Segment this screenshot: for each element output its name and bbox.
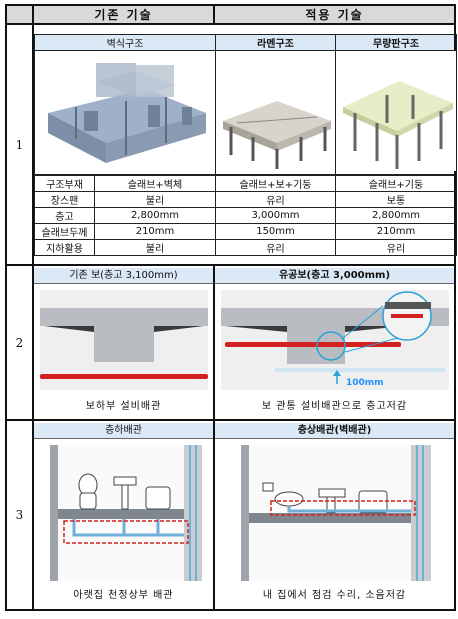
spec-value: 슬래브+보+기둥 (215, 174, 336, 192)
row2-right: 유공보(층고 3,000mm) (213, 264, 456, 421)
spec-label: 장스팬 (34, 190, 95, 208)
perforated-beam-figure: 100mm (215, 284, 454, 396)
spec-value: 2,800mm (335, 206, 457, 224)
header-existing: 기존 기술 (32, 4, 215, 25)
spec-value: 2,800mm (94, 206, 216, 224)
row2-right-title: 유공보(층고 3,000mm) (215, 267, 454, 284)
spec-row: 구조부재 슬래브+벽체 슬래브+보+기둥 슬래브+기둥 (34, 174, 457, 192)
perforated-beam-diagram (221, 289, 449, 390)
structure-rahmen: 라멘구조 (215, 33, 336, 51)
spec-value: 유리 (335, 238, 457, 256)
spec-value: 슬래브+기둥 (335, 174, 457, 192)
spec-value: 보통 (335, 190, 457, 208)
spec-label: 지하활용 (34, 238, 95, 256)
conventional-beam-figure (34, 284, 213, 396)
same-floor-piping-diagram (241, 445, 431, 581)
structure-wall: 벽식구조 (34, 33, 216, 51)
under-floor-piping-figure (34, 439, 213, 585)
flatplate-structure-image (335, 49, 457, 175)
spec-row: 지하활용 불리 유리 유리 (34, 238, 457, 256)
row1-content: 벽식구조 라멘구조 무량판구조 (32, 23, 457, 266)
spec-value: 유리 (215, 190, 336, 208)
under-floor-piping-diagram (50, 445, 202, 581)
wall-structure-render (35, 51, 215, 171)
same-floor-piping-figure (215, 439, 454, 585)
row-number-2: 2 (5, 264, 34, 421)
header-blank (5, 4, 34, 25)
flatplate-structure-render (336, 51, 456, 171)
spec-value: 불리 (94, 238, 216, 256)
spec-value: 150mm (215, 222, 336, 240)
structure-titles: 벽식구조 라멘구조 무량판구조 (34, 33, 457, 175)
spec-row: 장스팬 불리 유리 보통 (34, 190, 457, 208)
spec-value: 210mm (94, 222, 216, 240)
dimension-label: 100mm (346, 377, 384, 388)
spec-label: 슬래브두께 (34, 222, 95, 240)
spec-value: 3,000mm (215, 206, 336, 224)
spec-value: 210mm (335, 222, 457, 240)
row3-right-title: 층상배관(벽배관) (215, 423, 454, 439)
row3-right-caption: 내 집에서 점검 수리, 소음저감 (262, 590, 407, 601)
row3-left-title: 층하배관 (34, 423, 213, 439)
row-number-3: 3 (5, 419, 34, 611)
row3-left-caption: 아랫집 천정상부 배관 (73, 590, 174, 601)
spec-row: 슬래브두께 210mm 150mm 210mm (34, 222, 457, 240)
spec-value: 유리 (215, 238, 336, 256)
rahmen-structure-image (215, 49, 336, 175)
rahmen-structure-render (216, 51, 335, 171)
row2-left-title: 기존 보(층고 3,100mm) (34, 267, 213, 284)
row3-left: 층하배관 (32, 419, 215, 611)
header-applied: 적용 기술 (213, 4, 456, 25)
row2-left-caption: 보하부 설비배관 (85, 400, 162, 412)
row2-left: 기존 보(층고 3,100mm) 보하부 설비배관 (32, 264, 215, 421)
spec-table: 구조부재 슬래브+벽체 슬래브+보+기둥 슬래브+기둥 장스팬 불리 유리 보통… (34, 174, 457, 256)
row3-right: 층상배관(벽배관) 내 집에서 점검 (213, 419, 456, 611)
spec-value: 슬래브+벽체 (94, 174, 216, 192)
spec-label: 층고 (34, 206, 95, 224)
conventional-beam-diagram (40, 289, 208, 390)
comparison-table: 기존 기술 적용 기술 1 벽식구조 라멘구조 무량판구조 (5, 4, 457, 611)
structure-flatplate: 무량판구조 (335, 33, 457, 51)
spec-label: 구조부재 (34, 174, 95, 192)
spec-row: 층고 2,800mm 3,000mm 2,800mm (34, 206, 457, 224)
row2-right-caption: 보 관통 설비배관으로 층고저감 (261, 400, 408, 412)
spec-value: 불리 (94, 190, 216, 208)
row-number-1: 1 (5, 23, 34, 266)
wall-structure-image (34, 49, 216, 175)
